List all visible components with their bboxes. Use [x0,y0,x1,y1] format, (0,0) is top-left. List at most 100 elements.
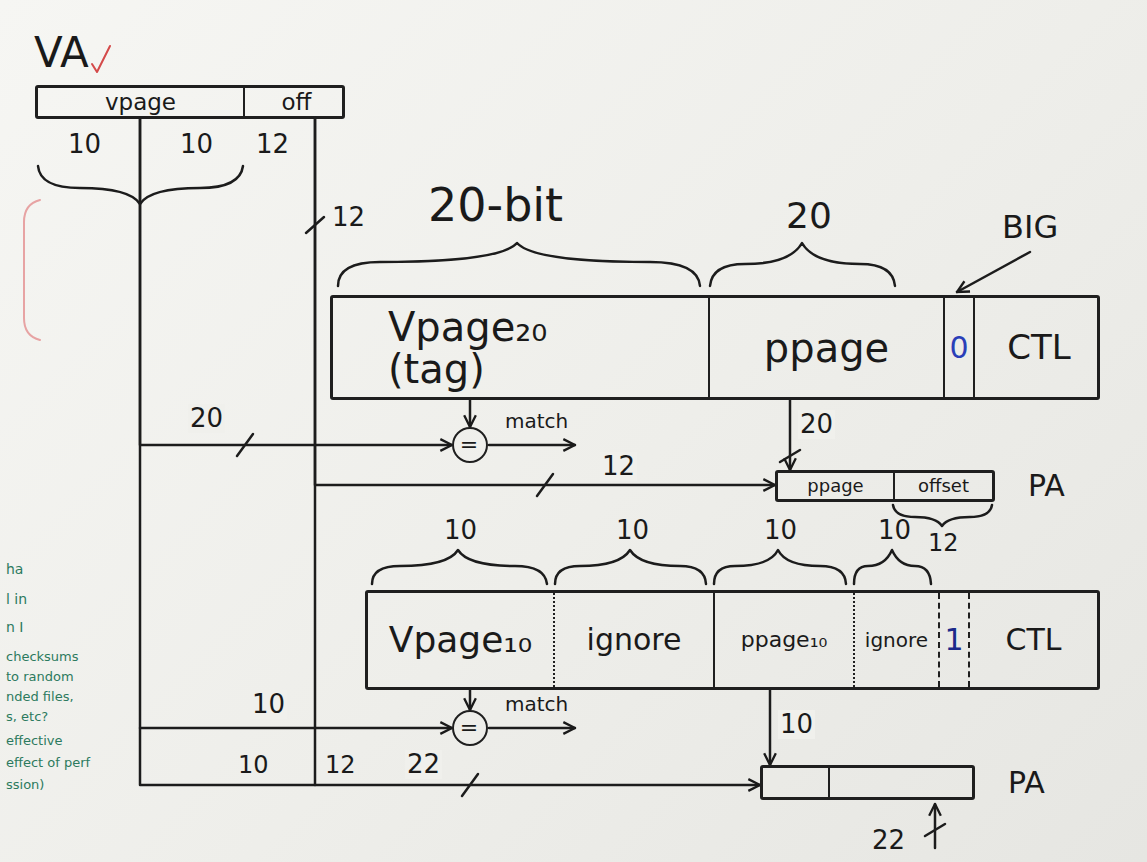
annotation: 12 [325,752,356,778]
margin-note: checksums [6,650,79,664]
physical-address: PA [760,765,975,800]
edge-label: 10 [778,710,815,739]
connector [469,400,472,427]
tlb-entry: Vpage₂₀ (tag) ppage 0 CTL [330,295,1100,400]
field-cell: ignore [853,593,938,687]
annotation: 22 [872,826,905,855]
margin-note: to random [6,670,74,684]
connector [315,119,760,785]
annotation: 10 [878,516,911,545]
field-cell: 0 [943,298,973,397]
field-cell: off [243,88,348,116]
margin-note: s, etc? [6,710,48,724]
field-text: ignore [587,624,682,656]
pointer-arrow [934,804,937,848]
edge-label: 12 [600,452,637,481]
margin-note: l in [6,592,27,607]
width-slash [925,824,945,836]
field-text: CTL [1007,330,1070,366]
field-cell: ppage [708,298,943,397]
heading: PA [1008,766,1045,799]
physical-address: ppageoffsetPA [775,470,995,502]
field-text: ppage [764,327,889,369]
connector [140,119,452,445]
annotation: 20-bit [428,180,563,231]
match-arrow [489,444,575,447]
field-cell: ppage [778,473,893,499]
connector [469,690,472,710]
field-text: CTL [1006,624,1062,656]
match-arrow [489,727,575,730]
field-cell: ignore [553,593,713,687]
comparator: = [452,427,488,463]
annotation: 10 [68,130,101,159]
connector [315,119,775,485]
brace [714,550,846,584]
edge-label: 22 [405,750,442,779]
annotation: 12 [928,530,959,556]
field-text: Vpage₁₀ [389,621,532,659]
brace [555,550,706,584]
heading: VA [34,30,89,76]
tlb-entry: Vpage₁₀ ignore ppage₁₀ ignore 1 CTL [365,590,1100,690]
annotation: 12 [256,130,289,159]
field-cell: = [454,429,484,461]
field-cell: ppage₁₀ [713,593,853,687]
field-cell: Vpage₂₀ (tag) [333,298,708,397]
field-text: 1 [944,624,963,656]
field-cell: CTL [968,593,1097,687]
annotation: 10 [616,516,649,545]
field-text: ppage [807,477,863,496]
edge-label: 20 [188,404,225,433]
annotation: 20 [786,196,832,236]
annotation: 10 [180,130,213,159]
field-text: offset [918,477,969,496]
brace [372,550,547,584]
field-cell: 1 [938,593,968,687]
connector [769,690,772,765]
brace [854,550,931,584]
field-text: ignore [865,630,928,651]
field-text: = [460,433,478,456]
field-cell: offset [893,473,992,499]
margin-note: effective [6,734,63,748]
field-cell: Vpage₁₀ [368,593,553,687]
pointer-arrow [957,252,1030,292]
field-text: ppage₁₀ [741,628,828,651]
field-cell: = [454,712,484,744]
brace [710,243,895,286]
merge-line [140,728,315,785]
brace [338,243,700,286]
margin-note: nded files, [6,690,74,704]
annotation: BIG [1002,210,1058,245]
field-cell: vpage [38,88,243,116]
edge-label: 10 [250,690,287,719]
annotation: match [505,693,568,715]
margin-note: ssion) [6,778,44,792]
faint-bracket [24,200,40,340]
margin-note: effect of perf [6,756,90,770]
field-text: = [460,716,478,739]
address-box: vpageoffVA [35,85,345,119]
annotation: 10 [444,516,477,545]
annotation: match [505,410,568,432]
field-text: Vpage₂₀ (tag) [388,306,653,390]
field-text: off [282,90,312,114]
field-divider [828,768,830,797]
heading: PA [1028,469,1065,502]
margin-note: n I [6,620,23,635]
annotation: 12 [332,203,365,232]
field-cell: CTL [973,298,1103,397]
red-tick [92,46,110,72]
annotation: 10 [238,752,269,778]
comparator: = [452,710,488,746]
margin-note: ha [6,562,23,577]
annotation: 10 [764,516,797,545]
connector [789,400,792,470]
field-text: 0 [949,332,968,364]
edge-label: 20 [798,410,835,439]
